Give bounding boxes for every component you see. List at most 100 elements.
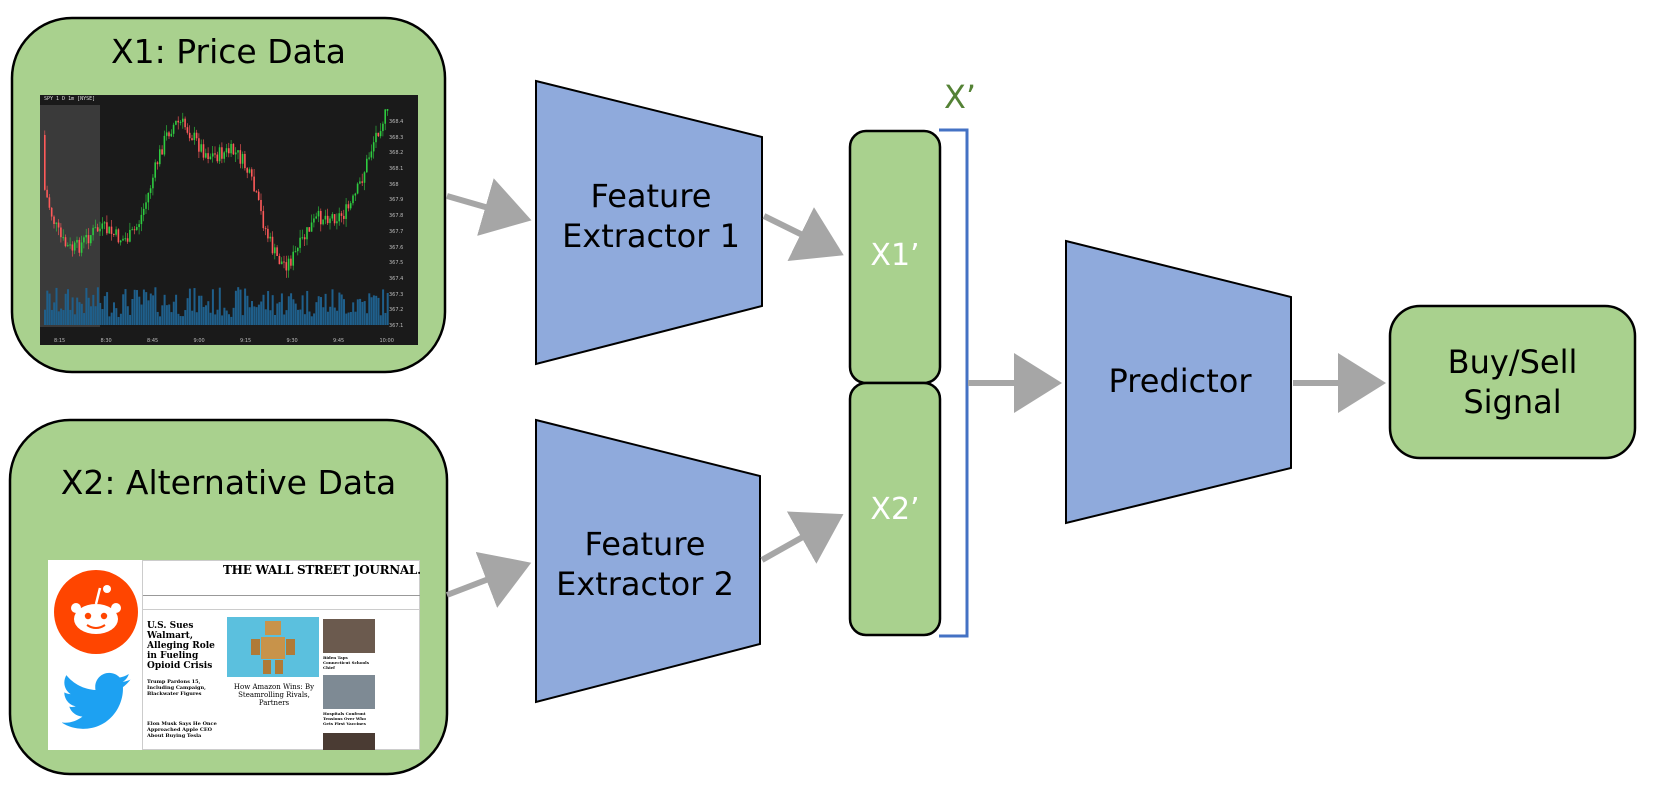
volume-bar xyxy=(142,289,145,325)
volume-bar xyxy=(246,295,249,325)
volume-bar xyxy=(239,289,242,325)
feature-extractor-1-shape xyxy=(535,79,763,366)
candle-body xyxy=(147,192,150,203)
chart-bottom-tick: 8:45 xyxy=(147,338,159,344)
wsj-masthead: THE WALL STREET JOURNAL. xyxy=(223,563,420,577)
volume-bar xyxy=(352,302,355,325)
x2-feature-box xyxy=(848,381,942,637)
candle-body xyxy=(179,121,182,123)
candle-body xyxy=(209,156,212,160)
candle-body xyxy=(50,207,53,217)
chart-right-tick: 368.3 xyxy=(389,134,404,141)
candle-body xyxy=(384,109,386,124)
wsj-side-photo-3 xyxy=(323,733,375,750)
volume-bar xyxy=(278,302,281,325)
volume-bar xyxy=(356,299,359,325)
volume-bar xyxy=(115,308,118,325)
chart-thumb-header: SPY 1 D 1m [NYSE] xyxy=(44,96,96,102)
volume-bar xyxy=(110,312,113,325)
volume-bar xyxy=(129,314,132,325)
volume-bar xyxy=(145,292,148,325)
candle-body xyxy=(244,153,246,169)
candle-body xyxy=(85,235,87,238)
volume-bar xyxy=(283,314,286,325)
candle-body xyxy=(336,221,338,224)
candle-body xyxy=(133,229,136,231)
volume-bar xyxy=(161,305,164,325)
volume-bar xyxy=(267,291,270,325)
candle-body xyxy=(292,251,294,266)
candle-body xyxy=(99,228,101,232)
volume-bar xyxy=(147,300,150,325)
volume-bar xyxy=(333,307,336,325)
volume-bar xyxy=(372,295,375,325)
predictor-shape xyxy=(1065,239,1292,525)
volume-bar xyxy=(163,294,166,325)
volume-bar xyxy=(92,294,95,325)
chart-right-tick: 367.3 xyxy=(389,291,404,298)
volume-bar xyxy=(345,313,348,325)
candle-body xyxy=(379,131,382,137)
volume-bar xyxy=(90,306,92,325)
volume-bar xyxy=(177,313,180,325)
volume-bar xyxy=(209,312,212,325)
candle-body xyxy=(366,158,368,173)
volume-bar xyxy=(85,287,88,325)
volume-bar xyxy=(370,297,373,325)
candle-body xyxy=(90,235,92,244)
volume-bar xyxy=(55,287,58,325)
candle-body xyxy=(232,143,235,155)
candle-body xyxy=(101,223,104,229)
volume-bar xyxy=(122,294,125,325)
candle-body xyxy=(230,143,232,154)
volume-bar xyxy=(382,289,385,325)
volume-bar xyxy=(294,303,297,325)
candle-body xyxy=(280,261,283,265)
volume-bar xyxy=(48,293,51,325)
volume-bar xyxy=(244,288,247,325)
candle-body xyxy=(294,251,297,253)
volume-bar xyxy=(94,306,97,325)
volume-bar xyxy=(182,316,184,325)
volume-bar xyxy=(237,287,240,325)
candle-body xyxy=(343,215,345,219)
candle-body xyxy=(182,118,184,122)
candle-body xyxy=(306,227,308,240)
candle-body xyxy=(44,135,46,190)
volume-bar xyxy=(154,287,157,325)
candle-body xyxy=(136,227,138,230)
volume-bar xyxy=(354,311,357,325)
candle-body xyxy=(246,168,248,173)
volume-bar xyxy=(317,296,320,325)
candle-body xyxy=(106,222,108,234)
volume-bar xyxy=(221,315,224,325)
candle-body xyxy=(320,210,322,225)
volume-bar xyxy=(62,310,65,325)
volume-bar xyxy=(257,304,260,325)
volume-bar xyxy=(276,303,279,325)
volume-bar xyxy=(308,311,311,325)
volume-bar xyxy=(329,306,332,325)
predictor-label: Predictor xyxy=(1108,362,1252,400)
candle-body xyxy=(113,233,115,235)
candle-body xyxy=(248,169,251,173)
chart-right-tick: 367.1 xyxy=(389,322,404,329)
candle-body xyxy=(214,153,216,155)
candle-body xyxy=(161,149,163,155)
candle-body xyxy=(149,188,152,193)
volume-bar xyxy=(310,316,313,325)
concat-bracket xyxy=(939,128,969,638)
volume-bar xyxy=(326,311,329,325)
candle-body xyxy=(218,147,221,162)
x1-feature-label: X1’ xyxy=(870,238,920,273)
volume-bar xyxy=(264,309,267,325)
volume-bar xyxy=(269,310,272,325)
candle-body xyxy=(283,261,285,263)
candle-body xyxy=(251,169,253,177)
volume-bar xyxy=(67,289,69,325)
volume-bar xyxy=(124,289,127,325)
candle-body xyxy=(331,214,334,219)
wsj-feature-image xyxy=(227,617,319,677)
chart-right-tick: 368 xyxy=(389,181,399,188)
candle-body xyxy=(241,153,244,164)
